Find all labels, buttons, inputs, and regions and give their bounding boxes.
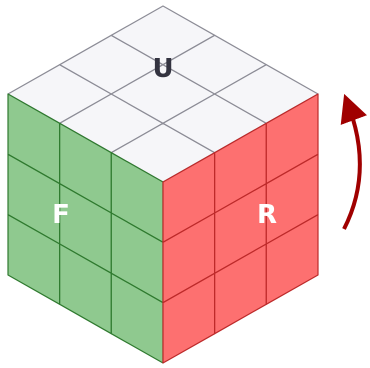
face-label-f: F xyxy=(52,200,70,230)
right-face-r xyxy=(162,93,319,364)
right-sticker-2-2 xyxy=(265,214,319,305)
face-label-u: U xyxy=(152,54,173,84)
face-label-r: R xyxy=(257,200,277,230)
clockwise-rotation-arrow-icon xyxy=(340,93,367,230)
front-face-f xyxy=(7,93,164,364)
